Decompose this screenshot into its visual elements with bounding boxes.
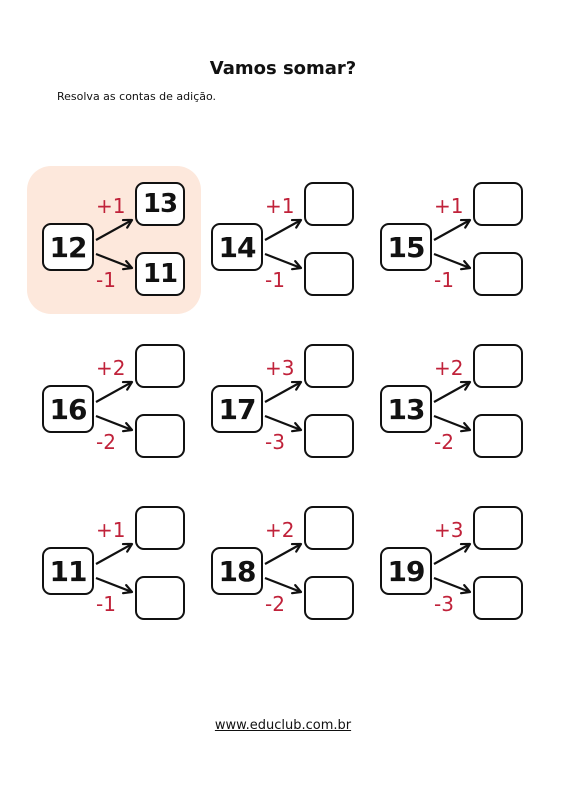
subtract-operation: -3 xyxy=(434,592,454,616)
exercise-cell: 16 +2 -2 xyxy=(28,344,185,474)
arrow-icon xyxy=(433,414,472,433)
subtract-operation: -1 xyxy=(265,268,285,292)
add-operation: +2 xyxy=(434,356,464,380)
arrow-icon xyxy=(95,576,134,595)
arrow-icon xyxy=(264,576,303,595)
branch-arrows xyxy=(264,218,303,271)
add-operation: +1 xyxy=(96,194,126,218)
answer-box-top[interactable] xyxy=(135,506,185,550)
subtract-operation: -3 xyxy=(265,430,285,454)
exercise-cell: 18 +2 -2 xyxy=(197,506,354,636)
subtract-operation: -2 xyxy=(96,430,116,454)
add-operation: +1 xyxy=(434,194,464,218)
exercise-cell: 13 +2 -2 xyxy=(366,344,523,474)
answer-box-bottom[interactable] xyxy=(473,414,523,458)
branch-arrows xyxy=(95,380,134,433)
start-number-box: 11 xyxy=(42,547,94,595)
answer-box-top[interactable]: 13 xyxy=(135,182,185,226)
arrow-icon xyxy=(264,218,303,241)
arrow-icon xyxy=(264,380,303,403)
subtract-operation: -2 xyxy=(265,592,285,616)
add-operation: +3 xyxy=(434,518,464,542)
start-number-box: 14 xyxy=(211,223,263,271)
answer-box-bottom[interactable] xyxy=(135,576,185,620)
page-title: Vamos somar? xyxy=(209,58,357,79)
exercise-cell: 15 +1 -1 xyxy=(366,182,523,312)
branch-arrows xyxy=(95,542,134,595)
arrow-icon xyxy=(433,380,472,403)
answer-box-bottom[interactable] xyxy=(304,252,354,296)
add-operation: +1 xyxy=(265,194,295,218)
add-operation: +2 xyxy=(96,356,126,380)
arrow-icon xyxy=(95,414,134,433)
answer-box-bottom[interactable] xyxy=(473,252,523,296)
branch-arrows xyxy=(433,542,472,595)
arrow-icon xyxy=(95,252,134,271)
exercise-cell: 19 +3 -3 xyxy=(366,506,523,636)
branch-arrows xyxy=(433,380,472,433)
answer-box-top[interactable] xyxy=(304,506,354,550)
start-number-box: 13 xyxy=(380,385,432,433)
answer-box-top[interactable] xyxy=(304,182,354,226)
branch-arrows xyxy=(264,542,303,595)
exercise-cell: 12 +1 -1 13 11 xyxy=(28,182,185,312)
branch-arrows xyxy=(264,380,303,433)
branch-arrows xyxy=(95,218,134,271)
add-operation: +3 xyxy=(265,356,295,380)
footer-link[interactable]: www.educlub.com.br xyxy=(214,718,352,733)
answer-box-top[interactable] xyxy=(473,344,523,388)
answer-box-bottom[interactable]: 11 xyxy=(135,252,185,296)
subtract-operation: -1 xyxy=(96,268,116,292)
answer-box-top[interactable] xyxy=(473,182,523,226)
start-number-box: 16 xyxy=(42,385,94,433)
start-number-box: 12 xyxy=(42,223,94,271)
arrow-icon xyxy=(264,414,303,433)
answer-box-bottom[interactable] xyxy=(135,414,185,458)
arrow-icon xyxy=(264,252,303,271)
add-operation: +2 xyxy=(265,518,295,542)
arrow-icon xyxy=(95,542,134,565)
exercise-cell: 11 +1 -1 xyxy=(28,506,185,636)
answer-box-bottom[interactable] xyxy=(304,576,354,620)
arrow-icon xyxy=(264,542,303,565)
answer-box-top[interactable] xyxy=(304,344,354,388)
subtract-operation: -1 xyxy=(96,592,116,616)
arrow-icon xyxy=(95,380,134,403)
start-number-box: 17 xyxy=(211,385,263,433)
answer-box-top[interactable] xyxy=(473,506,523,550)
subtract-operation: -1 xyxy=(434,268,454,292)
branch-arrows xyxy=(433,218,472,271)
exercise-cell: 17 +3 -3 xyxy=(197,344,354,474)
instructions: Resolva as contas de adição. xyxy=(57,90,217,103)
arrow-icon xyxy=(95,218,134,241)
answer-box-top[interactable] xyxy=(135,344,185,388)
add-operation: +1 xyxy=(96,518,126,542)
exercise-cell: 14 +1 -1 xyxy=(197,182,354,312)
answer-box-bottom[interactable] xyxy=(304,414,354,458)
answer-box-bottom[interactable] xyxy=(473,576,523,620)
start-number-box: 19 xyxy=(380,547,432,595)
arrow-icon xyxy=(433,576,472,595)
start-number-box: 18 xyxy=(211,547,263,595)
arrow-icon xyxy=(433,252,472,271)
arrow-icon xyxy=(433,218,472,241)
subtract-operation: -2 xyxy=(434,430,454,454)
start-number-box: 15 xyxy=(380,223,432,271)
arrow-icon xyxy=(433,542,472,565)
